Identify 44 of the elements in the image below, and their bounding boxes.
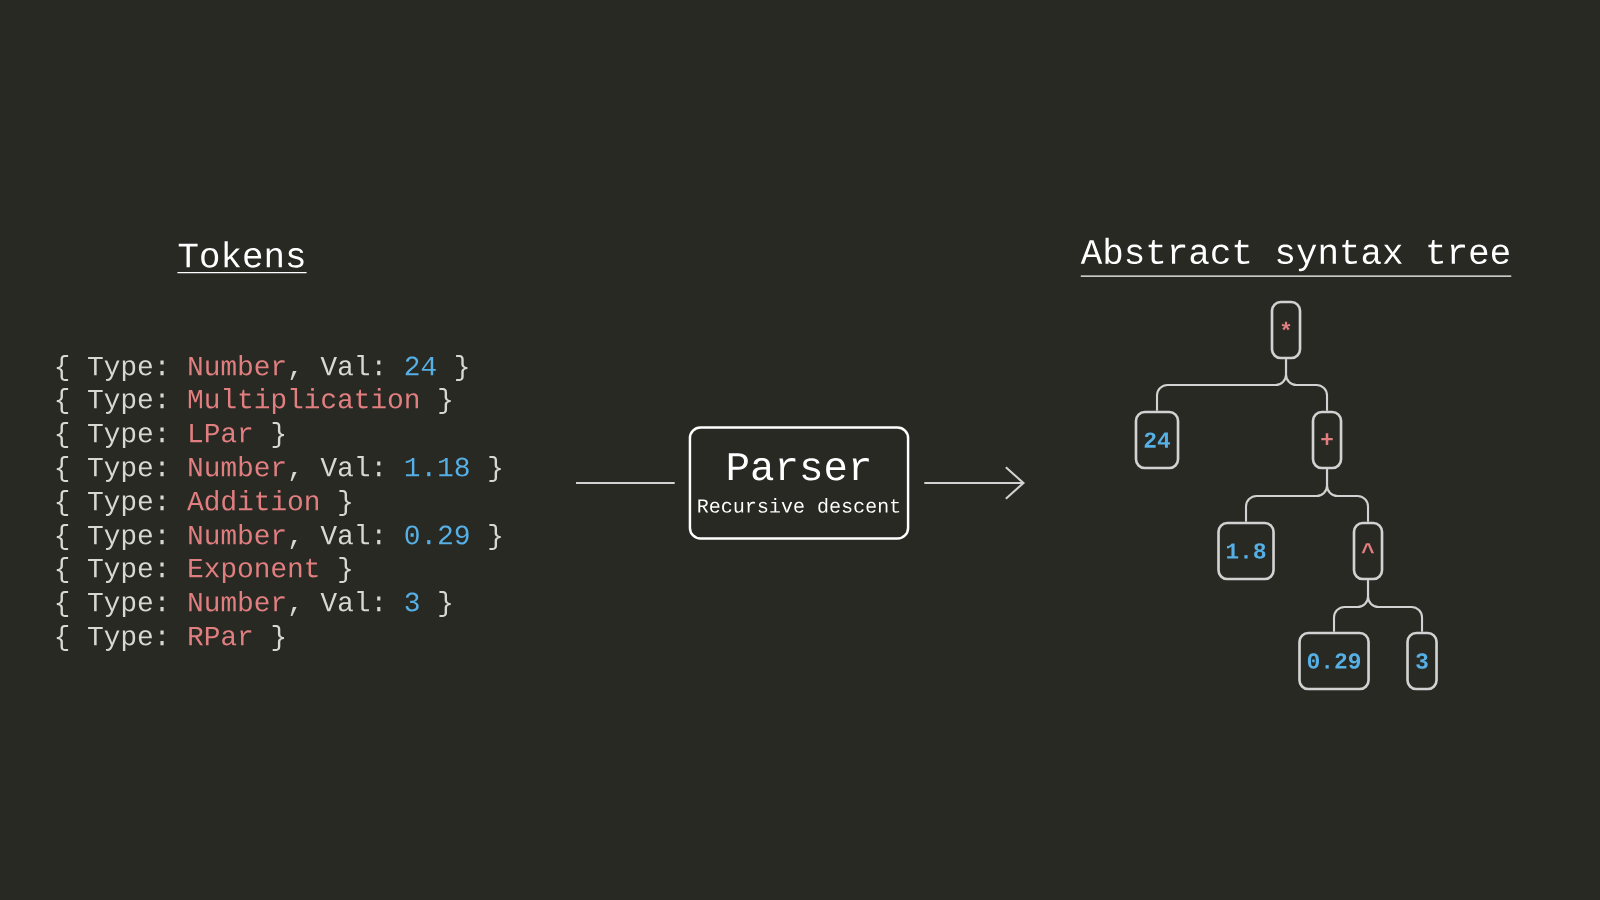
connector [576, 481, 675, 485]
tree-node: ^ [1352, 521, 1384, 581]
label: } [489, 524, 501, 550]
label: Number [189, 524, 285, 545]
tree-node: 0.29 [1298, 631, 1370, 691]
connector [1366, 580, 1424, 632]
label: 0.29 [405, 525, 469, 545]
label: } [489, 456, 501, 482]
tree-node: + [1311, 410, 1343, 470]
token-line: { Type: Exponent } [56, 557, 351, 583]
token-line: { Type: Number , Val: 0.29 } [56, 524, 501, 550]
label: , Val: [290, 591, 381, 617]
token-line: { Type: Addition } [56, 490, 351, 516]
connector [1325, 469, 1370, 522]
label: 24 [405, 356, 436, 376]
token-line: { Type: Number , Val: 1.18 } [56, 456, 501, 482]
heading: Abstract syntax tree [1080, 237, 1512, 277]
tree-node: 24 [1134, 410, 1180, 470]
tree-node: * [1270, 300, 1302, 360]
token-line: { Type: Number , Val: 3 } [56, 591, 451, 617]
label: , Val: [290, 524, 381, 550]
tree-node: 3 [1406, 631, 1438, 691]
label: 3 [405, 592, 419, 612]
label: { Type: [56, 591, 164, 617]
label: { Type: [56, 355, 164, 381]
label: { Type: [56, 456, 164, 482]
label: { Type: [56, 524, 164, 550]
label: , Val: [290, 456, 381, 482]
label: , Val: [290, 355, 381, 381]
label: Number [189, 355, 285, 376]
token-line: { Type: RPar } [56, 625, 284, 651]
connector [924, 466, 1025, 500]
token-line: { Type: Number , Val: 24 } [56, 355, 468, 381]
label: } [439, 591, 451, 617]
connector [1284, 359, 1329, 411]
token-line: { Type: LPar } [56, 422, 284, 448]
label: 1.18 [405, 457, 469, 477]
token-line: { Type: Multiplication } [56, 388, 451, 414]
heading: Tokens [176, 241, 308, 274]
tree-node: 1.8 [1217, 521, 1275, 581]
label: } [456, 355, 468, 381]
parser-box: Parser Recursive descent [688, 426, 910, 540]
label: Number [189, 591, 285, 612]
label: Number [189, 456, 285, 477]
